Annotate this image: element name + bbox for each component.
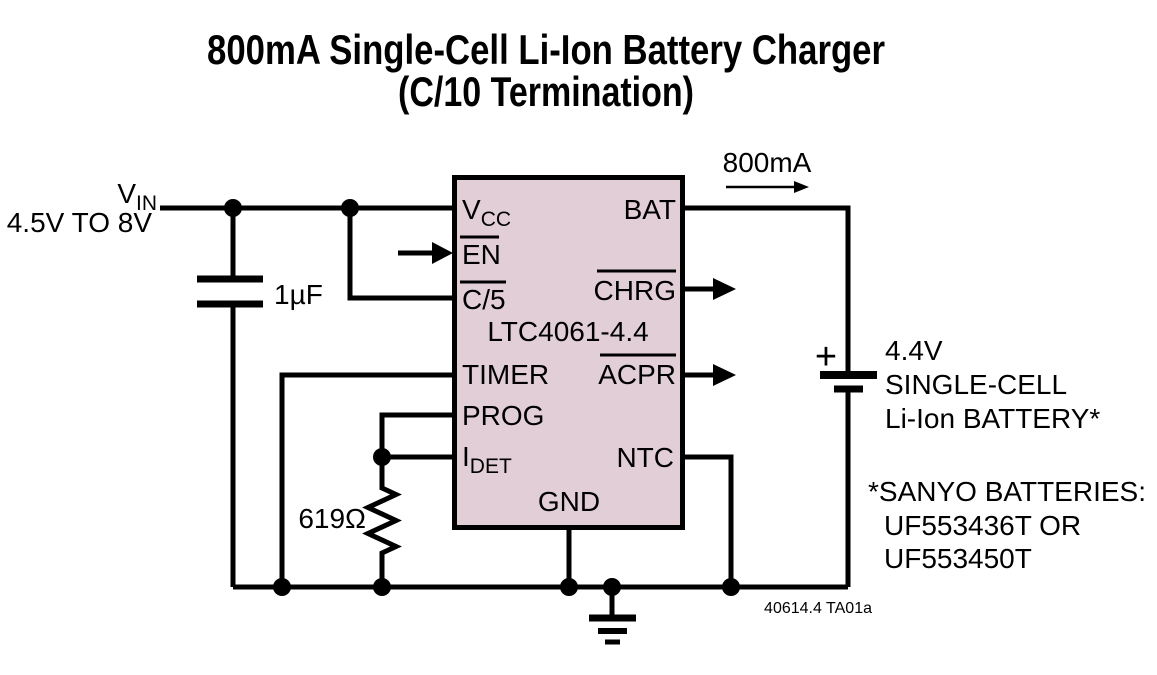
- acpr-arrowhead-icon: [713, 364, 736, 386]
- vin-range-label: 4.5V TO 8V: [7, 207, 153, 238]
- pin-label-ntc: NTC: [616, 442, 674, 473]
- chrg-arrowhead-icon: [713, 278, 736, 300]
- resistor-value-label: 619Ω: [298, 503, 366, 534]
- junction-dot: [273, 578, 291, 596]
- battery-chemistry-label: Li-Ion BATTERY*: [885, 403, 1100, 434]
- pin-label-en: EN: [462, 239, 501, 270]
- wire-bat: [684, 205, 851, 371]
- current-arrowhead-icon: [794, 181, 809, 193]
- battery-note-line1: *SANYO BATTERIES:: [868, 476, 1146, 507]
- junction-dot: [341, 199, 359, 217]
- battery-type-label: SINGLE-CELL: [885, 369, 1067, 400]
- pin-label-prog: PROG: [462, 400, 544, 431]
- junction-dot: [373, 448, 391, 466]
- ic-body: [452, 175, 685, 530]
- charge-current-label: 800mA: [723, 147, 812, 178]
- junction-dot: [560, 578, 578, 596]
- pin-label-timer: TIMER: [462, 359, 549, 390]
- ic-part-number: LTC4061-4.4: [487, 316, 648, 347]
- junction-dot: [603, 578, 621, 596]
- pin-label-acpr: ACPR: [598, 359, 676, 390]
- resistor-zigzag: [362, 457, 402, 587]
- pin-label-chrg: CHRG: [594, 275, 676, 306]
- battery-note-line2: UF553436T OR: [884, 510, 1081, 541]
- pin-label-c5: C/5: [462, 284, 506, 315]
- pin-label-idet: IDET: [462, 441, 512, 478]
- wire-c5-branch: [347, 208, 452, 301]
- junction-dot: [224, 199, 242, 217]
- battery-plus-sign: +: [815, 336, 837, 378]
- battery-voltage-label: 4.4V: [885, 335, 943, 366]
- pin-label-gnd: GND: [538, 486, 600, 517]
- pin-label-vcc: VCC: [462, 194, 511, 231]
- wire-timer: [279, 372, 452, 587]
- wire-ntc: [684, 454, 734, 587]
- pin-label-bat: BAT: [624, 194, 676, 225]
- junction-dot: [722, 578, 740, 596]
- en-arrowhead-icon: [432, 242, 453, 264]
- figure-id-label: 40614.4 TA01a: [764, 600, 872, 617]
- battery-note-line3: UF553450T: [884, 543, 1032, 574]
- vin-label: VIN: [117, 178, 157, 215]
- schematic-title-line2: (C/10 Termination): [398, 68, 694, 115]
- schematic-title-line1: 800mA Single-Cell Li-Ion Battery Charger: [207, 26, 885, 73]
- junction-dot: [373, 578, 391, 596]
- wire-prog: [379, 412, 452, 457]
- capacitor-value-label: 1µF: [274, 279, 323, 310]
